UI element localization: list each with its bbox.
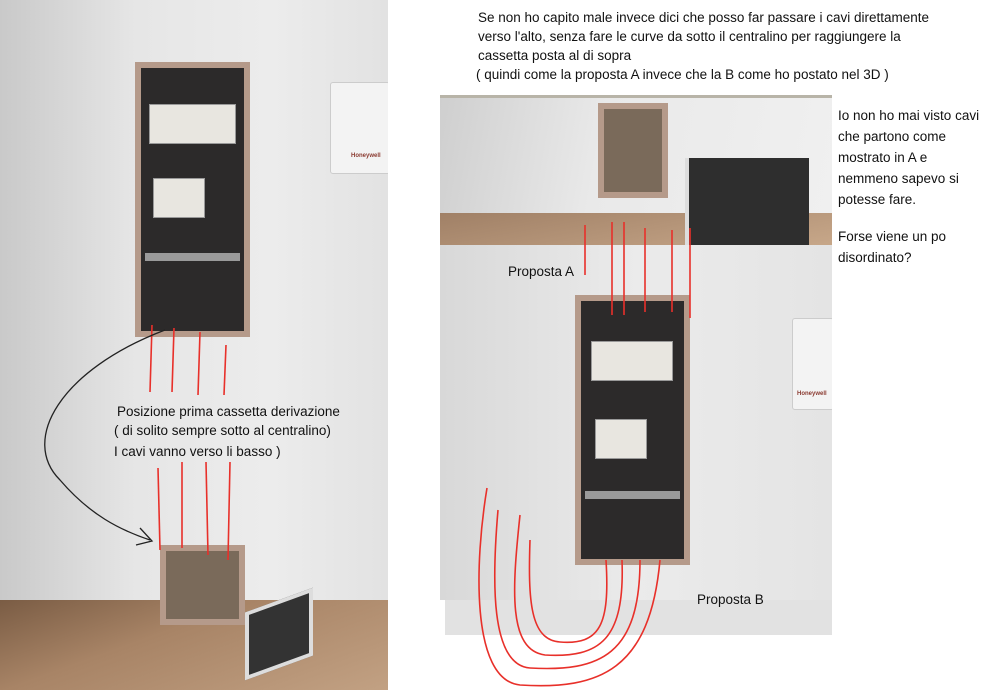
thermostat-brand: Honeywell [351,153,381,159]
side-line4: nemmeno sapevo si [838,171,959,186]
top-right-photo [440,95,832,248]
proposal-b-label: Proposta B [697,592,764,607]
middle-right-photo: Honeywell [440,245,832,600]
din-rail [585,491,680,499]
junction-box [160,545,245,625]
breakers [591,341,673,381]
thermostat: Honeywell [792,318,832,410]
thermostat-brand: Honeywell [797,391,827,397]
intro-line2: verso l'alto, senza fare le curve da sot… [478,29,901,44]
left-photo: Honeywell [0,0,388,690]
red-cable-line [205,461,209,556]
red-cable-line [157,467,161,551]
intro-line1: Se non ho capito male invece dici che po… [478,10,929,25]
side-line6: Forse viene un po [838,229,947,244]
left-annotation-line1: Posizione prima cassetta derivazione [117,404,340,419]
electrical-panel [135,62,250,337]
intro-line4: ( quindi come la proposta A invece che l… [476,67,889,82]
intro-line3: cassetta posta al di sopra [478,48,632,63]
side-line7: disordinato? [838,250,912,265]
bottom-right-band [445,600,832,635]
side-line2: che partono come [838,129,947,144]
side-line1: Io non ho mai visto cavi [838,108,980,123]
din-rail [145,253,240,261]
breakers [149,104,236,144]
mirror-object [685,158,809,248]
red-cable-u-line [528,539,608,644]
red-cable-line [197,331,201,396]
electrical-panel [575,295,690,565]
side-line3: mostrato in A e [838,150,928,165]
red-cable-line [223,344,227,396]
transformer [595,419,647,459]
proposal-a-label: Proposta A [508,264,575,279]
red-cable-u-line [493,509,641,670]
left-annotation-line3: I cavi vanno verso li basso ) [114,444,281,459]
left-annotation-line2: ( di solito sempre sotto al centralino) [114,423,331,438]
red-cable-line [227,461,231,561]
red-cable-line [171,327,175,393]
thermostat: Honeywell [330,82,388,174]
red-cable-u-line [478,487,661,687]
black-arrow [44,329,166,546]
junction-box [598,103,668,198]
red-cable-line [149,324,153,393]
transformer [153,178,205,218]
side-line5: potesse fare. [838,192,917,207]
red-cable-u-line [513,514,623,657]
